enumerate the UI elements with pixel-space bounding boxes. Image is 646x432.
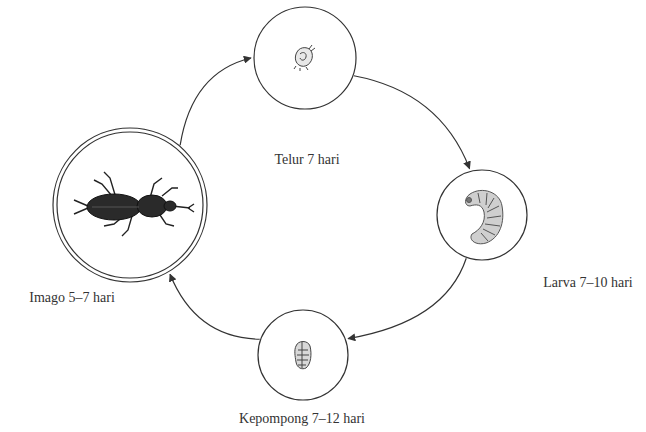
larva-illustration: [466, 190, 503, 243]
cycle-arrow: [180, 58, 251, 145]
cycle-arrow: [354, 76, 470, 169]
stage-circle: Telur 7 hari: [253, 6, 357, 110]
cycle-arrow: [170, 274, 260, 339]
circle-outline: [52, 127, 208, 283]
stage-label: Telur 7 hari: [274, 152, 339, 168]
beetle-body: [87, 194, 176, 220]
stage-circle: Larva 7–10 hari: [436, 169, 528, 261]
stage-circle: Imago 5–7 hari: [52, 127, 208, 283]
circle-outline: [436, 169, 528, 261]
pupa-illustration: [295, 342, 311, 369]
beetle-illustration: [74, 172, 194, 236]
cycle-arrow: [348, 258, 466, 338]
egg-illustration: [294, 45, 315, 71]
circle-outline: [257, 309, 349, 401]
stage-label: Kepompong 7–12 hari: [239, 411, 365, 427]
circle-outline: [253, 6, 357, 110]
stage-label: Larva 7–10 hari: [543, 275, 632, 291]
stage-circle: Kepompong 7–12 hari: [257, 309, 349, 401]
stage-label: Imago 5–7 hari: [29, 290, 115, 306]
